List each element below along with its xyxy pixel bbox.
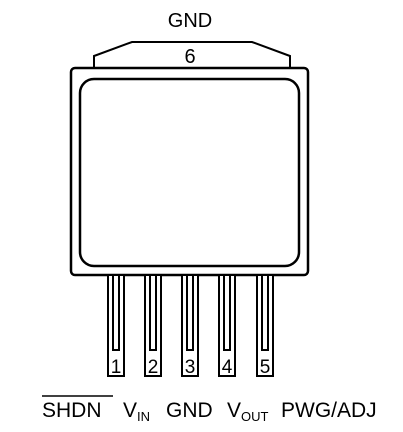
pin-numbers: 1 2 3 4 5	[111, 357, 271, 378]
pin-lead-inner-1	[112, 274, 120, 351]
package-body-inner	[78, 77, 301, 268]
pin-names: SHDN VIN GND VOUT PWG/ADJ	[42, 395, 377, 424]
package-tab	[93, 41, 291, 68]
pin-number-1: 1	[111, 357, 122, 378]
pin-name-1: SHDN	[42, 399, 102, 422]
tab-name-label: GND	[168, 10, 212, 32]
pin-name-4: VOUT	[227, 399, 269, 424]
pin-lead-inner-3	[186, 274, 194, 351]
pin-name-3: GND	[166, 399, 213, 422]
pin-lead-inner-2	[149, 274, 157, 351]
pin-number-5: 5	[260, 357, 271, 378]
pin-number-4: 4	[222, 357, 233, 378]
pin-name-2-subscript: IN	[137, 409, 150, 424]
pin-lead-inner-5	[261, 274, 269, 351]
pins-group	[107, 274, 274, 377]
pin-name-4-subscript: OUT	[241, 409, 269, 424]
tab-number-label: 6	[184, 46, 195, 68]
pin-number-3: 3	[185, 357, 196, 378]
pin-name-2: VIN	[123, 399, 150, 424]
pin-name-5: PWG/ADJ	[281, 399, 377, 422]
pin-number-2: 2	[148, 357, 159, 378]
pin-lead-inner-4	[223, 274, 231, 351]
